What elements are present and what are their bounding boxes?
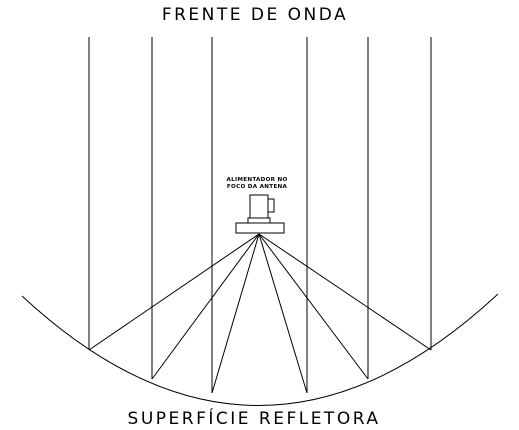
- feed-rays: [88, 233, 432, 394]
- feed-body: [249, 194, 269, 219]
- feed-flange: [235, 222, 285, 234]
- feed-label-line1: ALIMENTADOR NO: [226, 177, 287, 183]
- feed-horn: [235, 194, 285, 234]
- focus-ray: [258, 233, 308, 394]
- feed-neck: [247, 217, 271, 224]
- focus-ray: [258, 233, 432, 351]
- focus-ray: [258, 233, 369, 380]
- focus-ray: [151, 233, 260, 380]
- reflector-title: SUPERFÍCIE REFLETORA: [128, 407, 381, 429]
- focus-ray: [88, 233, 260, 351]
- reflector-surface: [21, 293, 499, 406]
- feed-connector: [267, 198, 275, 213]
- wavefront-rays: [88, 37, 432, 393]
- focus-ray: [211, 233, 260, 394]
- feed-label-line2: FOCO DA ANTENA: [227, 184, 288, 190]
- wavefront-title: FRENTE DE ONDA: [162, 5, 348, 25]
